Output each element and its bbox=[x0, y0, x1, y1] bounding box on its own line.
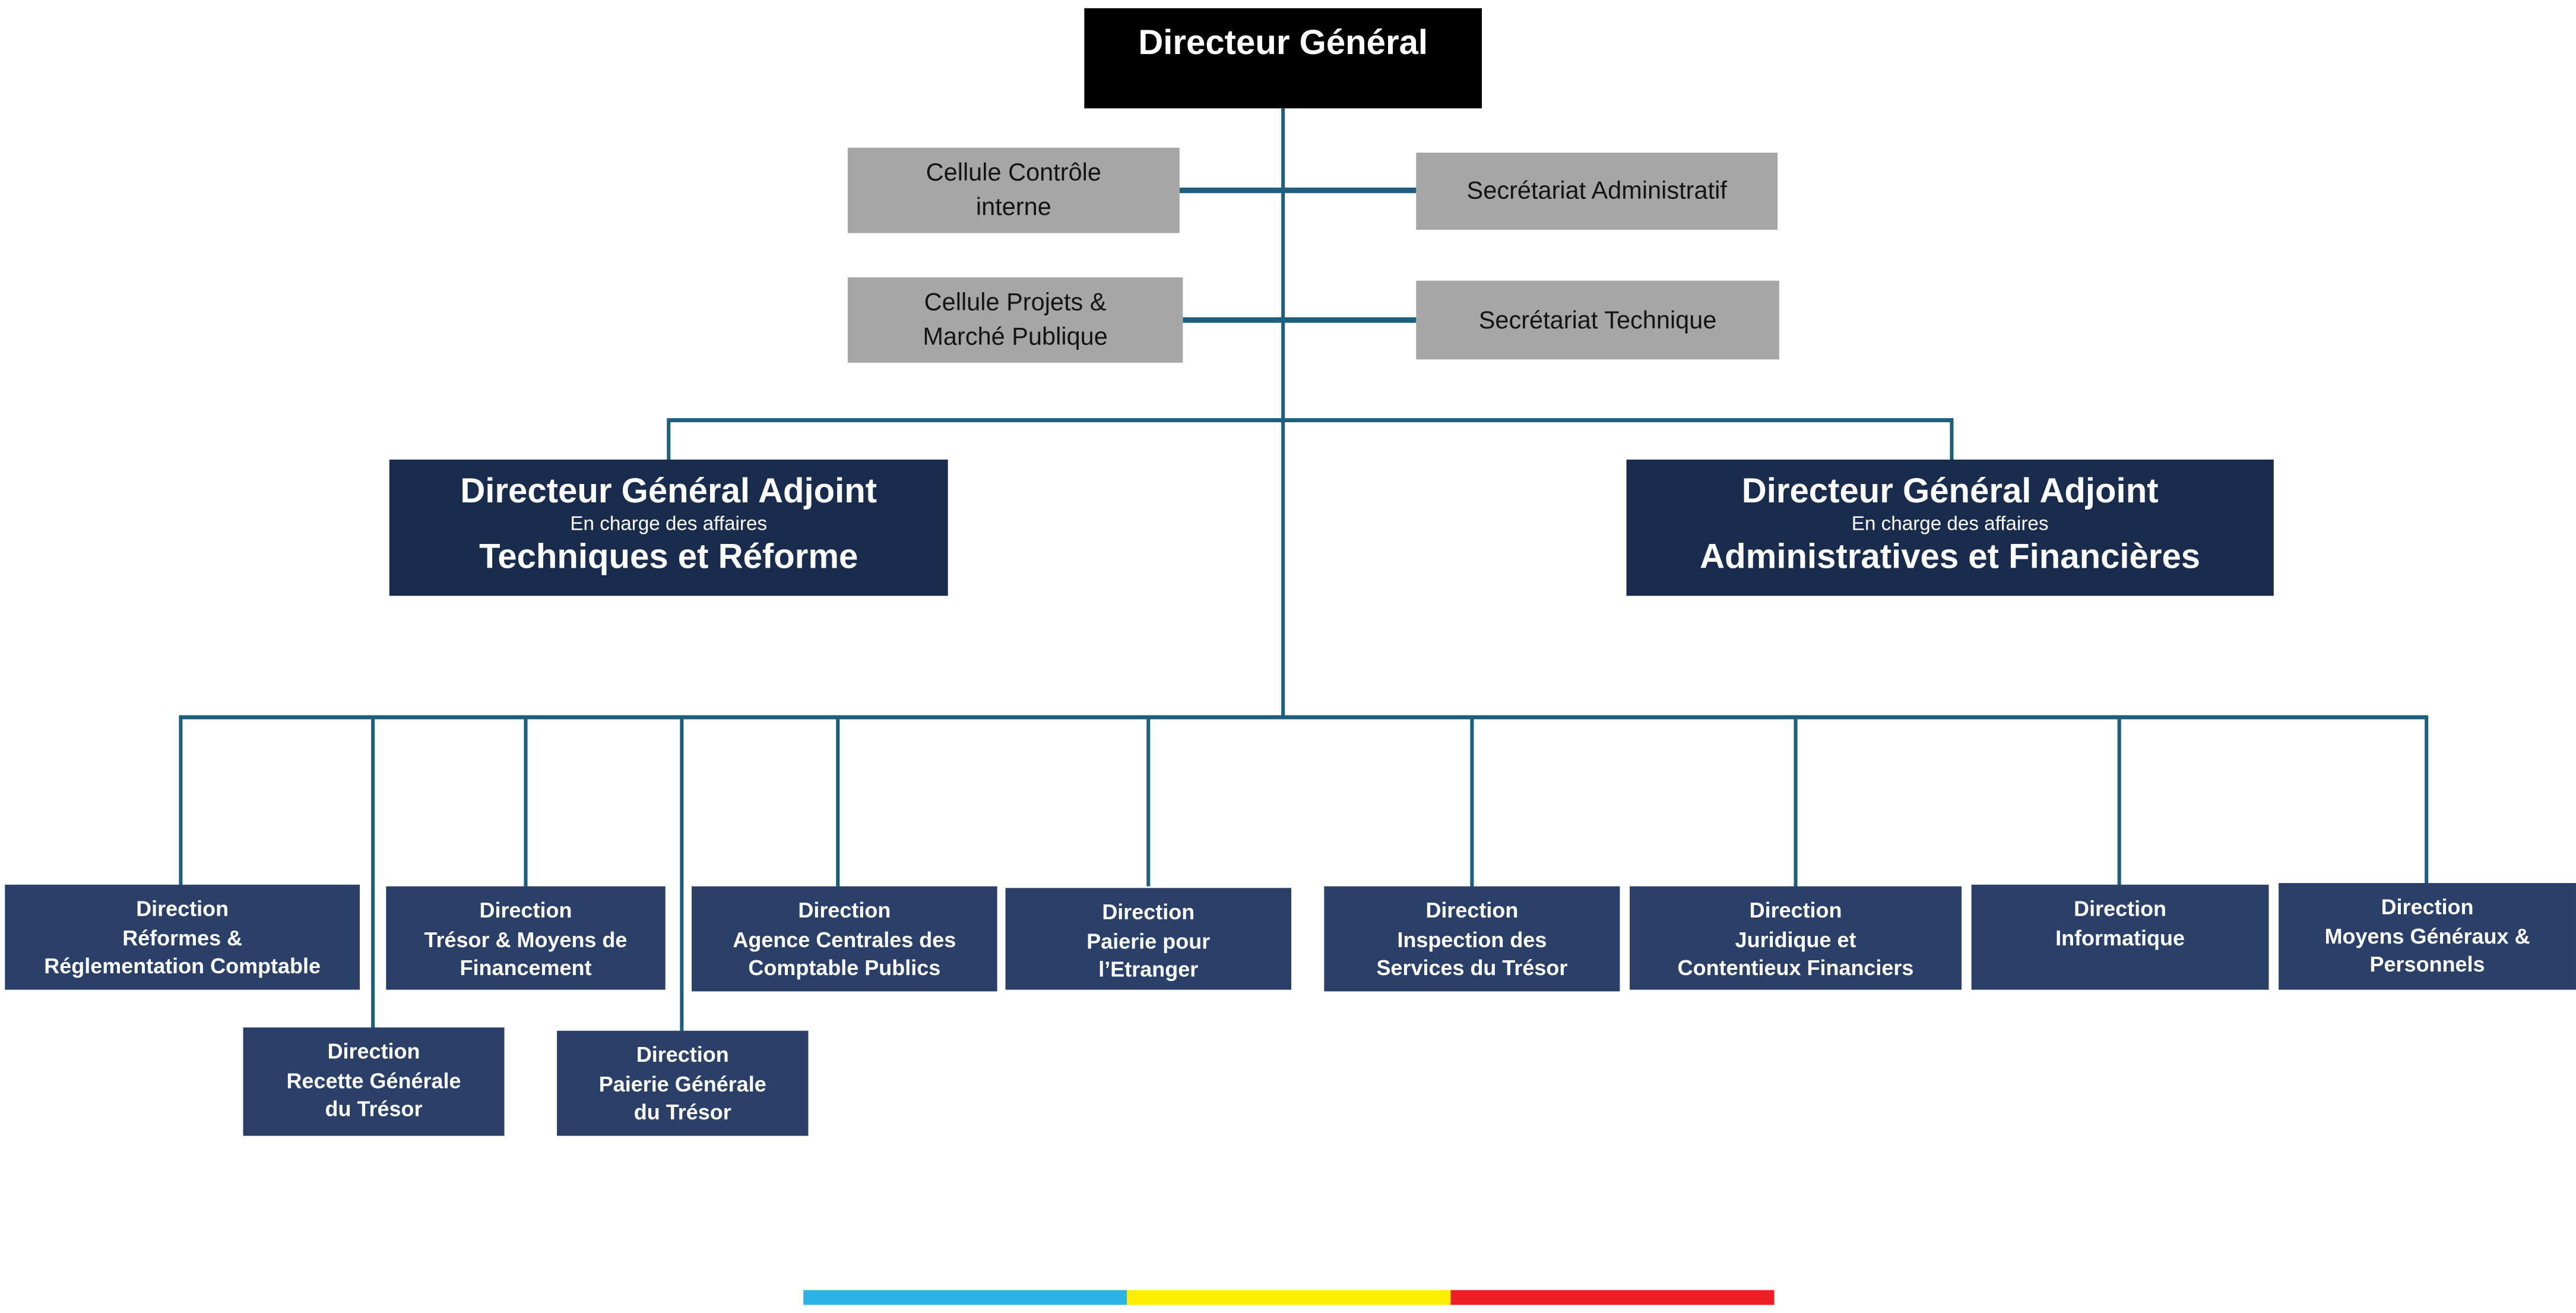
direction-label-line: Direction bbox=[798, 897, 891, 923]
direction-label-line: Paierie pour bbox=[1086, 928, 1211, 953]
cell-secretariat-administratif-node: Secrétariat Administratif bbox=[1416, 153, 1778, 230]
direction-label-line: Direction bbox=[636, 1042, 729, 1067]
direction-label-line: Informatique bbox=[2055, 925, 2185, 950]
direction-recette-generale-node: Direction Recette Générale du Trésor bbox=[243, 1027, 505, 1136]
direction-label-line: Trésor & Moyens de bbox=[424, 926, 628, 951]
cell-label-line: Marché Publique bbox=[923, 323, 1108, 352]
direction-label-line: Réformes & bbox=[122, 925, 243, 950]
direction-label-line: Moyens Généraux & bbox=[2324, 923, 2530, 948]
cell-label-line: Cellule Projets & bbox=[924, 289, 1107, 317]
direction-label-line: du Trésor bbox=[325, 1096, 423, 1121]
direction-label-line: Direction bbox=[2074, 896, 2167, 921]
adjoint-subtitle: En charge des affaires bbox=[570, 512, 768, 536]
direction-label-line: Inspection des bbox=[1397, 926, 1547, 951]
root-node-directeur-general: Directeur Général bbox=[1084, 8, 1482, 109]
cell-projets-marche-node: Cellule Projets & Marché Publique bbox=[847, 277, 1183, 363]
cell-label-line: Secrétariat Administratif bbox=[1466, 177, 1727, 205]
adjoint-title: Directeur Général Adjoint bbox=[1741, 473, 2159, 511]
adjoint-subtitle: En charge des affaires bbox=[1851, 512, 2049, 536]
direction-label-line: Direction bbox=[327, 1039, 420, 1064]
direction-label-line: Services du Trésor bbox=[1376, 955, 1568, 980]
cell-controle-interne-node: Cellule Contrôle interne bbox=[847, 147, 1180, 233]
direction-inspection-node: Direction Inspection des Services du Tré… bbox=[1324, 886, 1620, 992]
cell-label-line: Secrétariat Technique bbox=[1478, 306, 1717, 334]
direction-label-line: du Trésor bbox=[633, 1099, 731, 1125]
adjoint-administratives-financieres-node: Directeur Général Adjoint En charge des … bbox=[1626, 459, 2274, 596]
adjoint-techniques-node: Directeur Général Adjoint En charge des … bbox=[389, 459, 948, 596]
direction-label-line: Direction bbox=[1749, 897, 1842, 923]
direction-label-line: Direction bbox=[1102, 899, 1195, 925]
direction-label-line: Direction bbox=[136, 896, 229, 921]
direction-reformes-node: Direction Réformes & Réglementation Comp… bbox=[5, 884, 360, 990]
direction-label-line: Comptable Publics bbox=[748, 955, 941, 980]
direction-moyens-generaux-node: Direction Moyens Généraux & Personnels bbox=[2279, 882, 2576, 990]
adjoint-scope: Techniques et Réforme bbox=[479, 538, 858, 577]
cell-label-line: interne bbox=[975, 194, 1051, 222]
adjoint-title: Directeur Général Adjoint bbox=[460, 473, 877, 511]
direction-label-line: Paierie Générale bbox=[598, 1071, 766, 1096]
footer-stripe-yellow bbox=[1127, 1290, 1451, 1305]
direction-label-line: l’Etranger bbox=[1098, 957, 1199, 982]
footer-stripe-red bbox=[1450, 1290, 1775, 1305]
direction-label-line: Financement bbox=[460, 955, 592, 980]
footer-stripe-blue bbox=[803, 1290, 1127, 1305]
cell-secretariat-technique-node: Secrétariat Technique bbox=[1416, 280, 1779, 360]
direction-label-line: Direction bbox=[1425, 897, 1519, 923]
direction-juridique-node: Direction Juridique et Contentieux Finan… bbox=[1630, 886, 1962, 990]
cell-label-line: Cellule Contrôle bbox=[926, 159, 1102, 188]
direction-informatique-node: Direction Informatique bbox=[1971, 884, 2269, 990]
direction-agence-centrales-node: Direction Agence Centrales des Comptable… bbox=[691, 886, 997, 992]
direction-label-line: Contentieux Financiers bbox=[1677, 955, 1914, 980]
direction-label-line: Réglementation Comptable bbox=[44, 953, 321, 979]
direction-label-line: Recette Générale bbox=[286, 1067, 461, 1093]
adjoint-scope: Administratives et Financières bbox=[1700, 538, 2201, 577]
direction-label-line: Direction bbox=[479, 897, 572, 923]
direction-label-line: Direction bbox=[2381, 894, 2474, 919]
direction-label-line: Personnels bbox=[2369, 952, 2485, 977]
direction-paierie-etranger-node: Direction Paierie pour l’Etranger bbox=[1005, 888, 1292, 990]
root-label: Directeur Général bbox=[1138, 24, 1428, 63]
direction-label-line: Juridique et bbox=[1735, 926, 1856, 951]
direction-label-line: Agence Centrales des bbox=[733, 926, 956, 951]
direction-paierie-generale-node: Direction Paierie Générale du Trésor bbox=[557, 1030, 809, 1136]
direction-tresor-node: Direction Trésor & Moyens de Financement bbox=[386, 886, 666, 990]
